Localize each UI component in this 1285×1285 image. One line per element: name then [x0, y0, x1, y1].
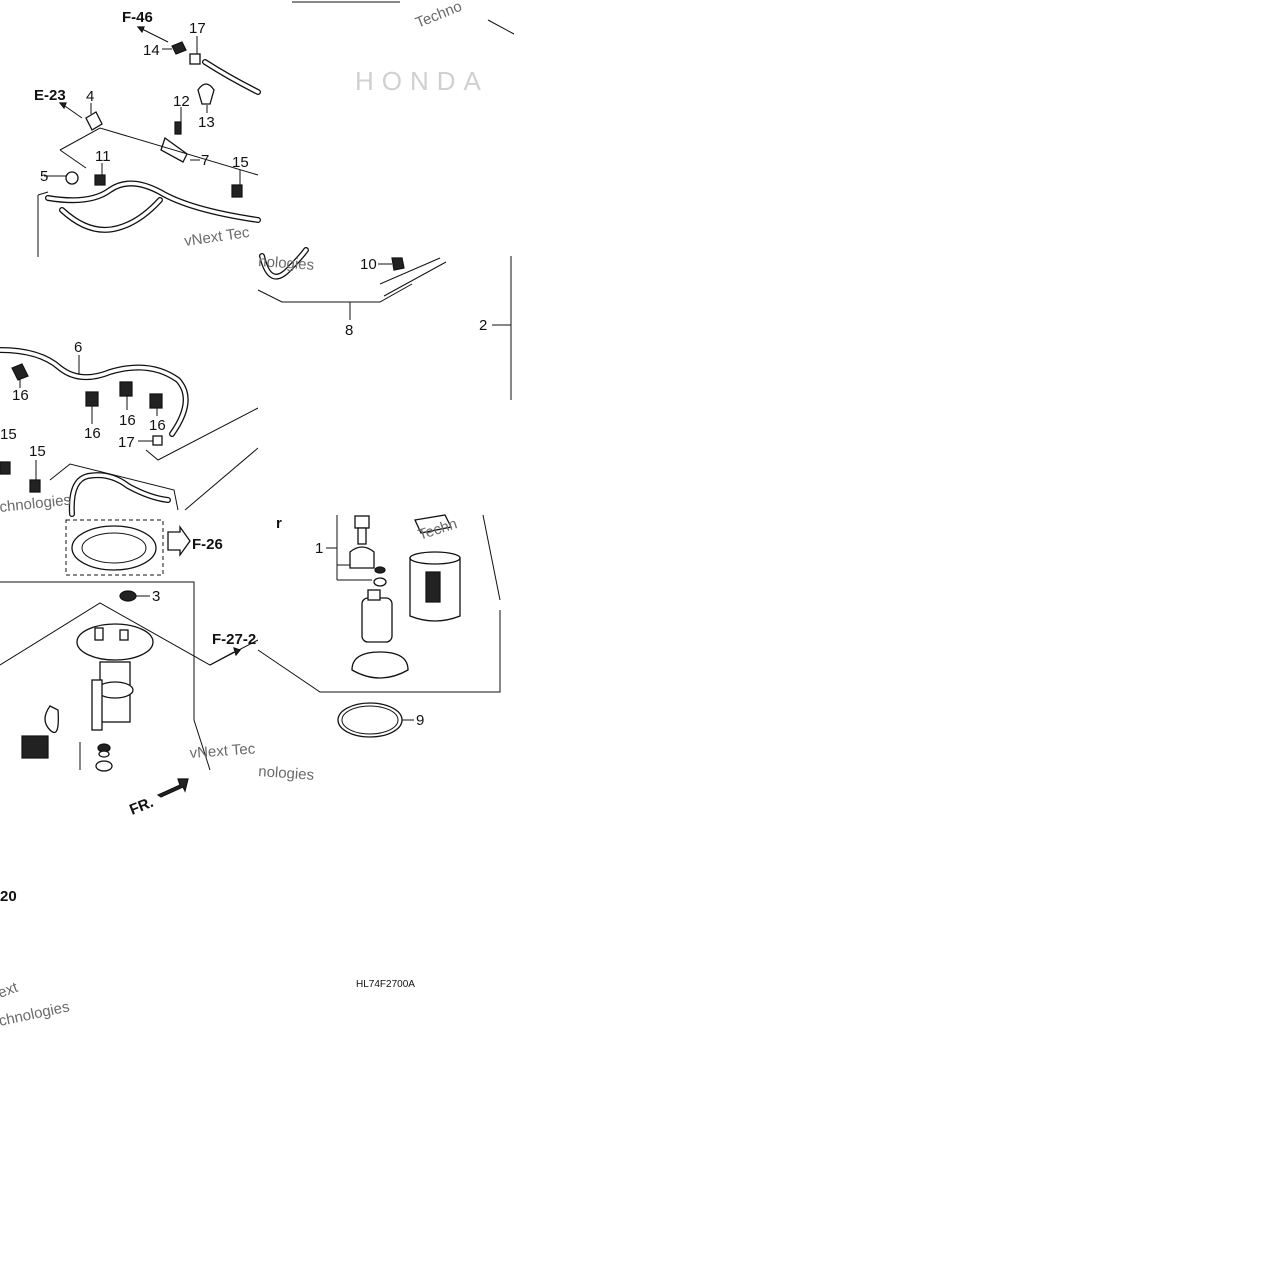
ring-group-box [65, 519, 164, 576]
callout-16: 16 [119, 412, 136, 429]
filter-cap [349, 546, 375, 569]
front-marker: FR. [127, 794, 156, 819]
hose-6-assembly: chnologies [0, 347, 259, 517]
page-number: 20 [0, 888, 17, 905]
callout-8: 8 [345, 322, 353, 339]
fuel-gauge-float [44, 705, 59, 734]
callout-3: 3 [152, 588, 160, 605]
ref-r: r [276, 515, 282, 532]
callout-15: 15 [0, 426, 17, 443]
clip-16-b [85, 391, 99, 407]
callout-2: 2 [479, 317, 487, 334]
watermark-text: chnologies [0, 998, 71, 1030]
callout-7: 7 [201, 152, 209, 169]
float-arm [21, 735, 49, 759]
pump-exploded-view: Techn nologies [257, 514, 501, 784]
callout-16: 16 [12, 387, 29, 404]
regulator [354, 515, 370, 529]
clamp-13 [197, 83, 215, 105]
joint-14 [171, 41, 187, 55]
callout-5: 5 [40, 168, 48, 185]
callout-1: 1 [315, 540, 323, 557]
clip-15-left [0, 461, 11, 475]
pump-motor [361, 597, 393, 643]
callout-17: 17 [189, 20, 206, 37]
ref-e23: E-23 [34, 87, 66, 104]
callout-6: 6 [74, 339, 82, 356]
drawing-code: HL74F2700A [356, 979, 415, 990]
clip-17-top [189, 53, 201, 65]
logo-tile: HONDA Techno [292, 0, 515, 96]
clip-16-a [11, 363, 29, 381]
watermark-text: vNext Tec [189, 740, 256, 762]
retainer-clip [414, 514, 452, 534]
clip-11 [94, 174, 106, 186]
callout-numbers: 17 14 4 12 13 11 7 15 5 10 8 2 6 16 16 1… [0, 20, 487, 729]
watermark-text: vNext Tec [183, 224, 251, 250]
o-ring-9 [337, 702, 403, 738]
clip-5 [65, 171, 79, 185]
front-arrow-icon [156, 778, 189, 798]
callout-16: 16 [84, 425, 101, 442]
watermark-honda: HONDA [355, 66, 489, 96]
clip-17-mid [152, 435, 163, 446]
ref-f27: F-27-2 [212, 631, 256, 648]
f26-arrow [167, 524, 191, 558]
callout-10: 10 [360, 256, 377, 273]
callout-9: 9 [416, 712, 424, 729]
callout-16: 16 [149, 417, 166, 434]
callout-15: 15 [29, 443, 46, 460]
clip-15-lower [29, 479, 41, 493]
clip-4 [85, 111, 103, 131]
watermark-text: nologies [258, 763, 315, 784]
callout-17: 17 [118, 434, 135, 451]
cap-3 [119, 590, 137, 602]
watermark-text: chnologies [0, 492, 72, 516]
upper-hose-assembly: vNext Tec [37, 26, 261, 257]
pump-flange [76, 623, 154, 661]
callout-4: 4 [86, 88, 94, 105]
ref-f26: F-26 [192, 536, 223, 553]
watermark-text: ext [0, 979, 21, 1002]
clip-16-d [149, 393, 163, 409]
callout-11: 11 [95, 148, 111, 165]
watermark-text: Techno [413, 0, 464, 32]
strainer [351, 651, 409, 679]
callout-14: 14 [143, 42, 160, 59]
ref-f46: F-46 [122, 9, 153, 26]
clip-10 [391, 257, 405, 271]
bolt-12 [174, 121, 182, 135]
callout-13: 13 [198, 114, 215, 131]
mid-hose-segment: nologies [258, 247, 512, 400]
clip-15-upper [231, 184, 243, 198]
footer: ext chnologies HL74F2700A [0, 979, 415, 1030]
clip-16-c [119, 381, 133, 397]
callout-15: 15 [232, 154, 249, 171]
watermark-text: nologies [258, 253, 315, 274]
callout-12: 12 [173, 93, 190, 110]
fuel-pump-assembly: vNext Tec [0, 519, 259, 798]
